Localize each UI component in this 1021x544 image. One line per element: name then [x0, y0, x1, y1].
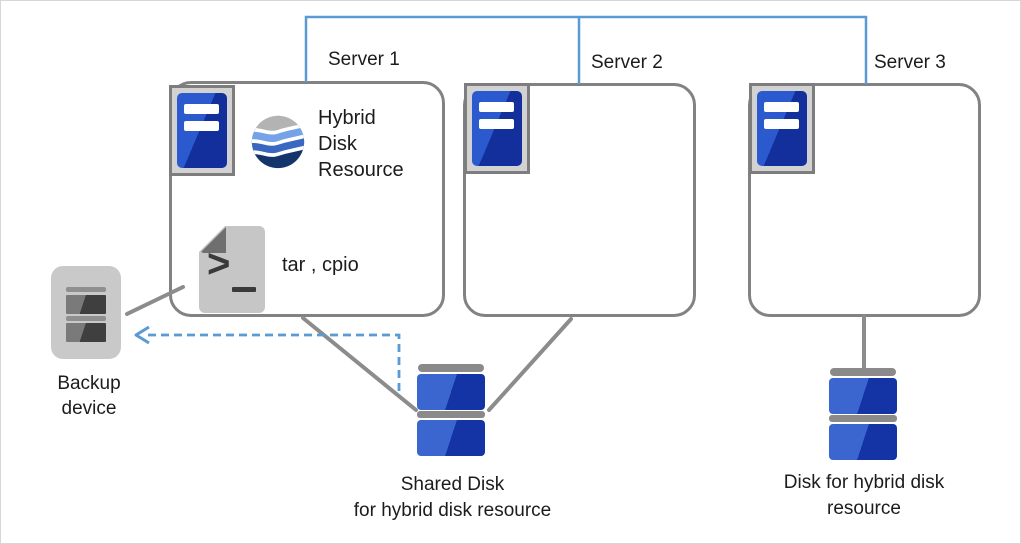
tape-drive-bar: [66, 316, 106, 321]
hybrid-disk-icon: [829, 368, 897, 460]
server-icon-body: [757, 91, 807, 166]
tape-drive-slot: [66, 295, 106, 314]
disk-cap: [418, 364, 484, 372]
shared-disk-label: Shared Disk for hybrid disk resource: [321, 472, 584, 524]
hybrid-resource-line: Hybrid: [318, 107, 376, 129]
terminal-prompt-glyph: >: [207, 242, 231, 286]
server2-label: Server 2: [591, 52, 663, 73]
hybrid-resource-line: Resource: [318, 159, 404, 181]
backup-device-label-line: device: [61, 398, 117, 419]
server-tower-icon: [464, 83, 530, 174]
server2-shared-disk-connector-line: [487, 317, 573, 412]
server-icon-drive-bar: [479, 102, 514, 112]
disk-platter: [417, 374, 485, 410]
hybrid-disk-resource-label: Hybrid Disk Resource: [318, 105, 404, 183]
server-icon-body: [177, 93, 227, 168]
terminal-document-icon: >: [199, 226, 265, 313]
server-icon-drive-bar: [764, 119, 799, 129]
hybrid-disk-label: Disk for hybrid disk resource: [754, 470, 974, 522]
disk-platter: [417, 420, 485, 456]
server-icon-drive-bar: [184, 121, 219, 131]
tape-drive-icon: [51, 266, 121, 359]
tape-drive-slot: [66, 323, 106, 342]
server-tower-icon: [749, 83, 815, 174]
disk-cap: [830, 368, 896, 376]
disk-divider: [417, 411, 485, 418]
tape-drive-bar: [66, 287, 106, 292]
disk-platter: [829, 378, 897, 414]
hybrid-disk-label-line: resource: [827, 498, 901, 519]
server3-label: Server 3: [874, 52, 946, 73]
server-icon-drive-bar: [184, 104, 219, 114]
server-icon-drive-bar: [479, 119, 514, 129]
server1-shared-disk-connector-line: [301, 316, 418, 412]
backup-flow-dashed-line: [148, 333, 401, 391]
hybrid-resource-line: Disk: [318, 133, 357, 155]
server-icon-drive-bar: [764, 102, 799, 112]
tar-cpio-label: tar , cpio: [282, 254, 359, 276]
shared-disk-label-line: for hybrid disk resource: [353, 500, 552, 521]
disk-platter: [829, 424, 897, 460]
terminal-cursor-underscore: [232, 287, 256, 292]
backup-flow-arrowhead-icon: [134, 325, 150, 345]
hybrid-disk-label-line: Disk for hybrid disk: [783, 472, 945, 493]
backup-device-label-line: Backup: [57, 373, 121, 394]
shared-disk-label-line: Shared Disk: [400, 474, 505, 495]
wave-sphere-icon: [251, 115, 305, 169]
server-icon-body: [472, 91, 522, 166]
server1-label: Server 1: [328, 49, 400, 70]
shared-disk-icon: [417, 364, 485, 456]
disk-divider: [829, 415, 897, 422]
server-tower-icon: [169, 85, 235, 176]
backup-device-label: Backup device: [33, 371, 145, 421]
